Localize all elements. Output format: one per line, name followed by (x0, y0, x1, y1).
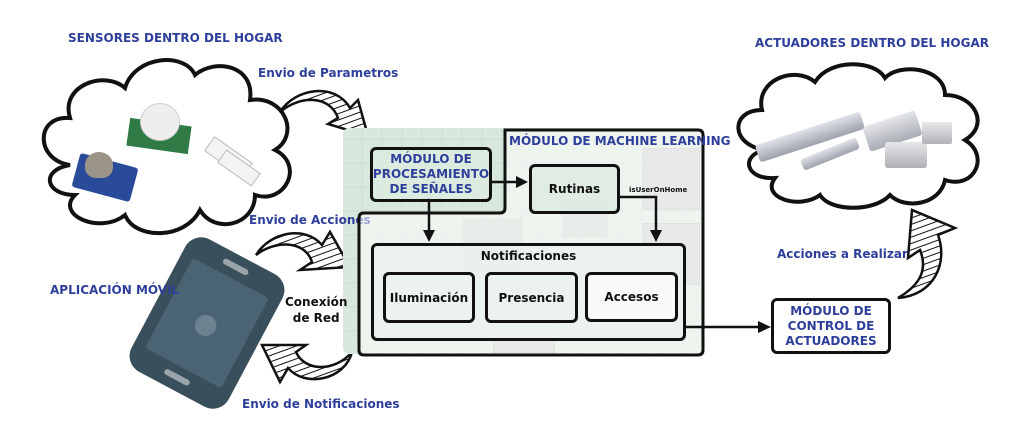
actuator-control-line-2: CONTROL DE (787, 318, 875, 333)
actuator-block-image (922, 122, 952, 144)
pir-sensor-dome (140, 103, 180, 141)
ml-module-title: MÓDULO DE MACHINE LEARNING (509, 134, 731, 148)
illumination-label: Iluminación (389, 290, 469, 305)
routines-module: Rutinas (529, 164, 620, 214)
access-label: Accesos (604, 290, 659, 304)
network-line-1: Conexión (285, 295, 348, 309)
android-icon: ● (188, 302, 226, 344)
network-connection-label: Conexión de Red (285, 294, 347, 326)
network-line-2: de Red (292, 311, 340, 325)
signal-processing-module: MÓDULO DE PROCESAMIENTO DE SEÑALES (370, 147, 492, 202)
actuators-title: ACTUADORES DENTRO DEL HOGAR (755, 36, 989, 50)
send-notifications-arrow (260, 343, 354, 385)
mobile-app-title: APLICACIÓN MÓVIL (50, 283, 180, 297)
signal-processing-line-3: DE SEÑALES (389, 182, 473, 196)
notification-access: Accesos (585, 272, 678, 322)
sensors-title: SENSORES DENTRO DEL HOGAR (68, 31, 283, 45)
signal-processing-line-1: MÓDULO DE (390, 152, 472, 166)
signal-processing-line-2: PROCESAMIENTO (372, 167, 490, 181)
actuator-controller-image (885, 142, 927, 168)
send-notifications-label: Envio de Notificaciones (242, 397, 400, 411)
gas-sensor-cap (85, 152, 113, 178)
actuator-control-line-1: MÓDULO DE (790, 303, 872, 318)
send-actions-label: Envio de Acciones (249, 213, 371, 227)
is-user-on-home-label: isUserOnHome (629, 186, 688, 194)
routines-label: Rutinas (548, 182, 601, 196)
phone-speaker (221, 257, 250, 277)
notification-presence: Presencia (485, 272, 578, 323)
send-parameters-arrow (278, 90, 370, 138)
send-actions-arrow (254, 229, 353, 272)
actions-to-perform-arrow (897, 208, 959, 300)
presence-label: Presencia (498, 290, 565, 305)
send-parameters-label: Envio de Parametros (258, 66, 399, 80)
notifications-title: Notificaciones (480, 249, 577, 263)
actions-to-perform-label: Acciones a Realizar (777, 247, 908, 261)
notification-illumination: Iluminación (383, 272, 475, 323)
notifications-module: Notificaciones Iluminación Presencia Acc… (371, 243, 686, 341)
actuator-control-module: MÓDULO DE CONTROL DE ACTUADORES (771, 298, 891, 354)
actuator-control-line-3: ACTUADORES (785, 333, 877, 348)
actuators-cloud (736, 62, 980, 210)
phone-home-button (163, 368, 191, 387)
